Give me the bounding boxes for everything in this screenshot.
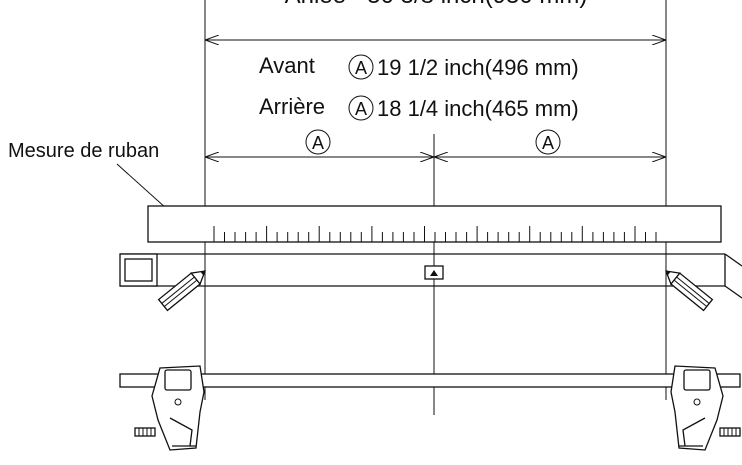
right-half-marker-letter: A (542, 133, 554, 153)
left-half-marker-letter: A (312, 133, 324, 153)
triangle-up-icon (424, 265, 444, 280)
rear-value: 18 1/4 inch(465 mm) (377, 96, 579, 121)
front-marker-icon: A (348, 54, 374, 80)
adjuster-bolt-left (134, 427, 156, 437)
top-dimension-text: Ahlee - 50 5/8 inch(950 mm) (285, 0, 588, 9)
front-marker-letter: A (355, 58, 367, 78)
tape-ticks (213, 226, 657, 242)
crossbar-lower (119, 373, 741, 388)
front-value: 19 1/2 inch(496 mm) (377, 55, 579, 80)
pencil-icon (157, 270, 207, 312)
front-label: Avant (259, 53, 315, 78)
roof-rack-foot-icon-right (670, 365, 741, 451)
roof-rack-foot-icon (134, 365, 205, 451)
rear-label: Arrière (259, 94, 325, 119)
left-half-marker-icon: A (305, 129, 331, 155)
right-half-marker-icon: A (535, 129, 561, 155)
adjuster-bolt-right (719, 427, 741, 437)
crossbar-upper (119, 253, 742, 299)
pencil-icon-right (664, 270, 714, 312)
rear-marker-icon: A (348, 95, 374, 121)
rear-marker-letter: A (355, 99, 367, 119)
tape-measure-label: Mesure de ruban (8, 140, 159, 162)
